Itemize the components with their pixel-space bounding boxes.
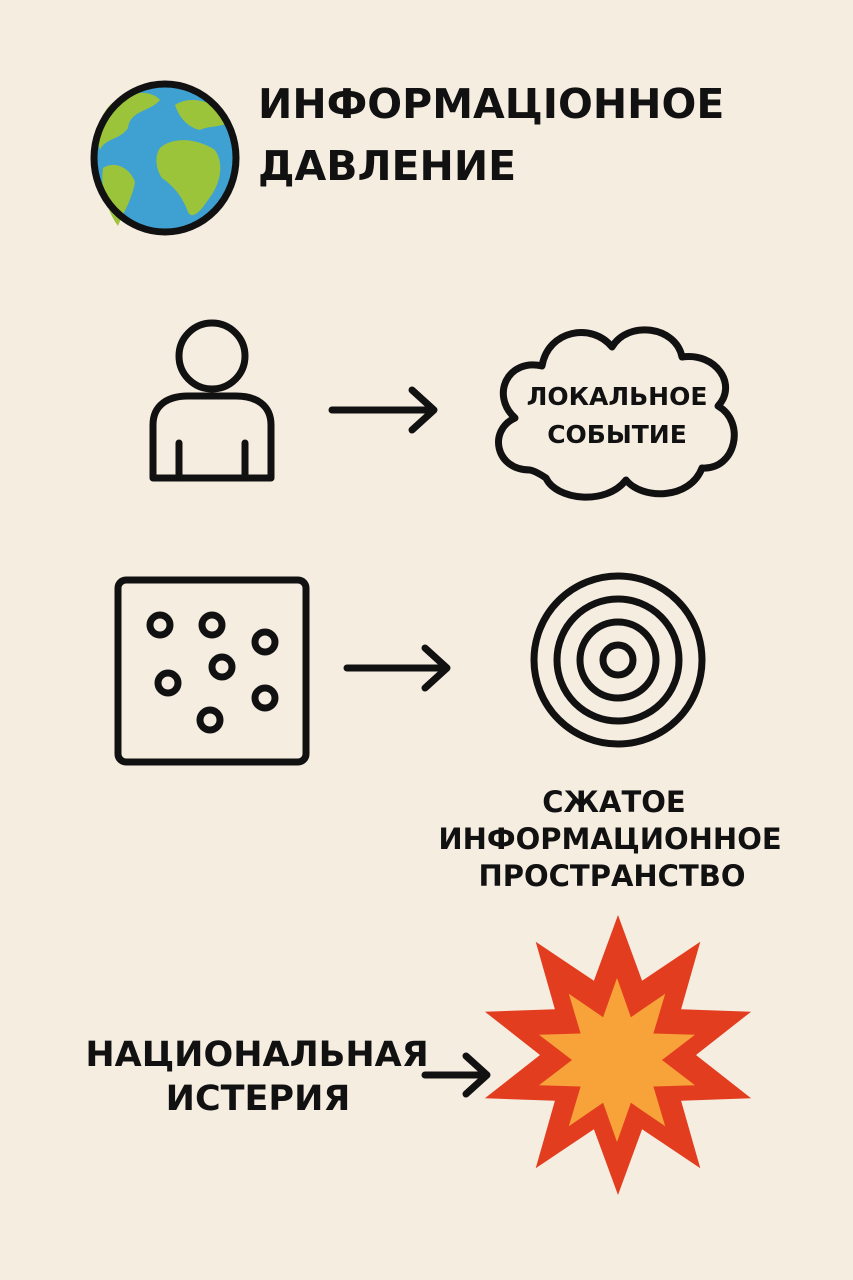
hysteria-label-line-2: ИСТЕРИЯ: [166, 1079, 351, 1119]
arrow-right-icon: [328, 386, 438, 434]
compressed-label-line-2: ИНФОРМАЦИОННОЕ: [438, 822, 781, 856]
cloud-label-line-1: ЛОКАЛЬНОЕ: [527, 382, 708, 411]
arrow-right-icon: [421, 1052, 491, 1098]
person-icon: [149, 319, 275, 482]
hysteria-label-line-1: НАЦИОНАЛЬНАЯ: [85, 1035, 428, 1075]
globe-icon: [90, 80, 240, 236]
title-line-2: ДАВЛЕНИЕ: [258, 142, 516, 190]
compressed-label-line-1: СЖАТОЕ: [542, 785, 685, 819]
explosion-icon: [484, 915, 752, 1195]
title-line-1: ИНФОРМАЦІОННОЕ: [258, 80, 724, 128]
cloud-label-line-2: СОБЫТИЕ: [547, 420, 687, 449]
dots-box-icon: [114, 576, 310, 766]
arrow-right-icon: [343, 644, 451, 692]
concentric-circles-icon: [530, 572, 706, 748]
cloud-icon: [495, 326, 738, 501]
compressed-label-line-3: ПРОСТРАНСТВО: [478, 859, 745, 893]
